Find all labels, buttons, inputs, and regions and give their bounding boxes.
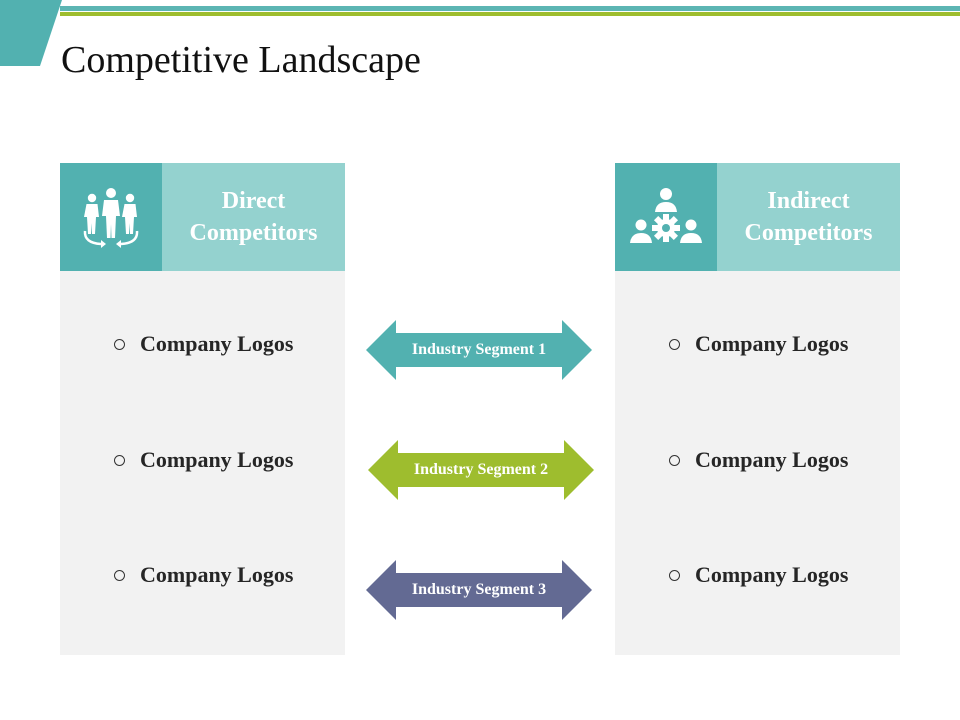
list-item: Company Logos bbox=[114, 445, 293, 475]
list-item: Company Logos bbox=[669, 445, 848, 475]
list-item: Company Logos bbox=[114, 560, 293, 590]
bullet-circle-icon bbox=[669, 454, 680, 466]
direct-label-box: Direct Competitors bbox=[162, 163, 345, 271]
corner-accent-shape bbox=[0, 0, 62, 66]
list-item: Company Logos bbox=[669, 560, 848, 590]
indirect-title-line1: Indirect bbox=[767, 188, 850, 214]
list-item: Company Logos bbox=[669, 329, 848, 359]
direct-competitors-header: Direct Competitors bbox=[60, 163, 345, 271]
header-line-teal bbox=[60, 6, 960, 11]
double-arrow-shape bbox=[366, 320, 592, 380]
list-item: Company Logos bbox=[114, 329, 293, 359]
indirect-competitors-panel: Indirect Competitors Company Logos Compa… bbox=[615, 163, 900, 655]
segment-arrow-3: Industry Segment 3 bbox=[366, 560, 592, 620]
direct-title-line1: Direct bbox=[221, 188, 286, 214]
list-item-text: Company Logos bbox=[695, 331, 849, 356]
team-group-icon bbox=[83, 188, 139, 248]
list-item-text: Company Logos bbox=[140, 331, 294, 356]
segment-label-1: Industry Segment 1 bbox=[411, 341, 547, 358]
indirect-title-line2: Competitors bbox=[744, 220, 873, 246]
list-item-text: Company Logos bbox=[695, 447, 849, 472]
list-item-text: Company Logos bbox=[695, 562, 849, 587]
direct-competitors-panel: Direct Competitors Company Logos Company… bbox=[60, 163, 345, 655]
indirect-competitors-header: Indirect Competitors bbox=[615, 163, 900, 271]
slide-title: Competitive Landscape bbox=[61, 39, 421, 81]
direct-icon-box bbox=[60, 163, 162, 271]
segment-label-2: Industry Segment 2 bbox=[413, 461, 549, 478]
bullet-circle-icon bbox=[669, 338, 680, 350]
segment-label-3: Industry Segment 3 bbox=[411, 581, 547, 598]
indirect-icon-box bbox=[615, 163, 717, 271]
bullet-circle-icon bbox=[114, 569, 125, 581]
bullet-circle-icon bbox=[114, 338, 125, 350]
bullet-circle-icon bbox=[669, 569, 680, 581]
segment-arrow-2: Industry Segment 2 bbox=[368, 440, 594, 500]
list-item-text: Company Logos bbox=[140, 562, 294, 587]
indirect-label-box: Indirect Competitors bbox=[717, 163, 900, 271]
people-gear-icon bbox=[630, 188, 702, 243]
double-arrow-shape bbox=[368, 440, 594, 500]
double-arrow-shape bbox=[366, 560, 592, 620]
direct-competitors-title: Direct Competitors bbox=[174, 185, 334, 249]
list-item-text: Company Logos bbox=[140, 447, 294, 472]
bullet-circle-icon bbox=[114, 454, 125, 466]
header-line-green bbox=[60, 12, 960, 16]
direct-title-line2: Competitors bbox=[189, 220, 318, 246]
indirect-competitors-title: Indirect Competitors bbox=[729, 185, 889, 249]
segment-arrow-1: Industry Segment 1 bbox=[366, 320, 592, 380]
